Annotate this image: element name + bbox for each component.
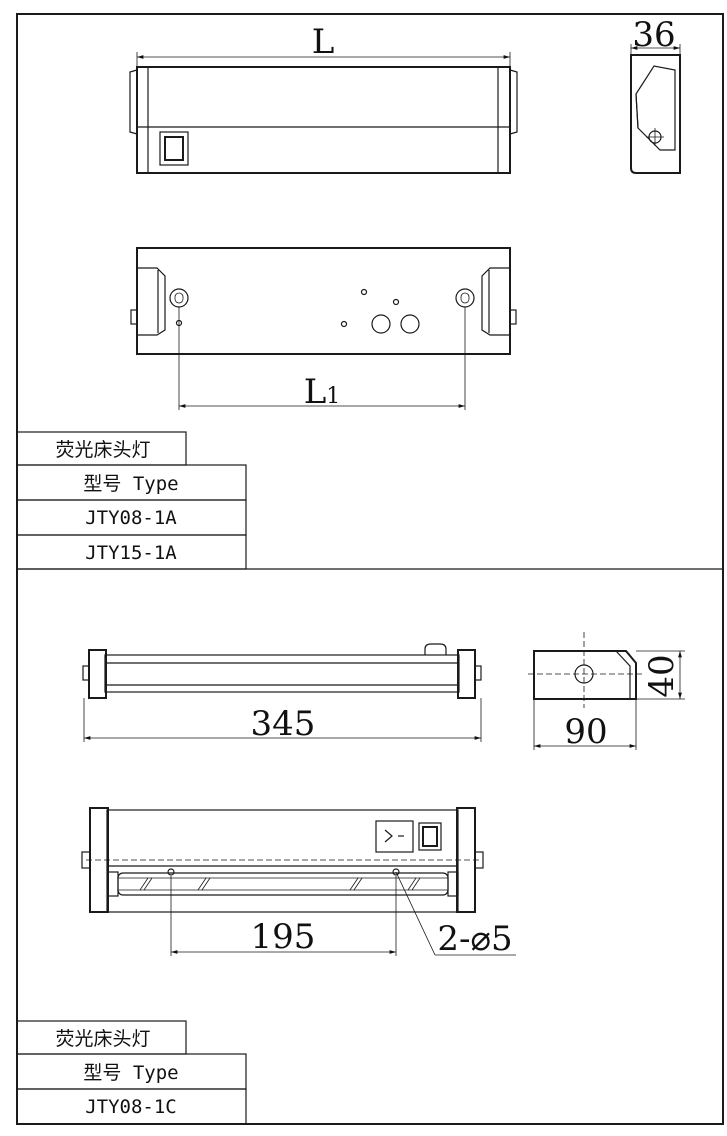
dim-195-label: 195	[251, 917, 316, 957]
dim-40-label: 40	[642, 654, 682, 697]
top-table-name: 荧光床头灯	[55, 439, 150, 461]
bottom-table-model-1: JTY08-1C	[85, 1096, 177, 1118]
dim-345-label: 345	[251, 704, 316, 744]
top-side-view	[630, 54, 681, 174]
dim-36-label: 36	[632, 15, 675, 55]
dim-L-label: L	[312, 22, 335, 62]
bottom-spec-table: 荧光床头灯 型号 Type JTY08-1C	[16, 1020, 247, 1125]
top-spec-table: 荧光床头灯 型号 Type JTY08-1A JTY15-1A	[16, 431, 247, 570]
bottom-back-view	[81, 807, 484, 913]
top-table-model-2: JTY15-1A	[85, 542, 177, 564]
dim-L1-label: L1	[304, 372, 341, 412]
top-table-type-header: 型号 Type	[83, 473, 178, 495]
top-back-view	[130, 247, 517, 355]
top-front-view	[129, 66, 518, 174]
top-table-model-1: JTY08-1A	[85, 507, 177, 529]
dim-90-label: 90	[564, 712, 607, 752]
bottom-table-type-header: 型号 Type	[83, 1062, 178, 1084]
dim-holes-label: 2-⌀5	[437, 919, 512, 959]
bottom-table-name: 荧光床头灯	[55, 1028, 150, 1050]
bottom-front-view	[82, 643, 482, 699]
bottom-side-view	[528, 632, 645, 708]
